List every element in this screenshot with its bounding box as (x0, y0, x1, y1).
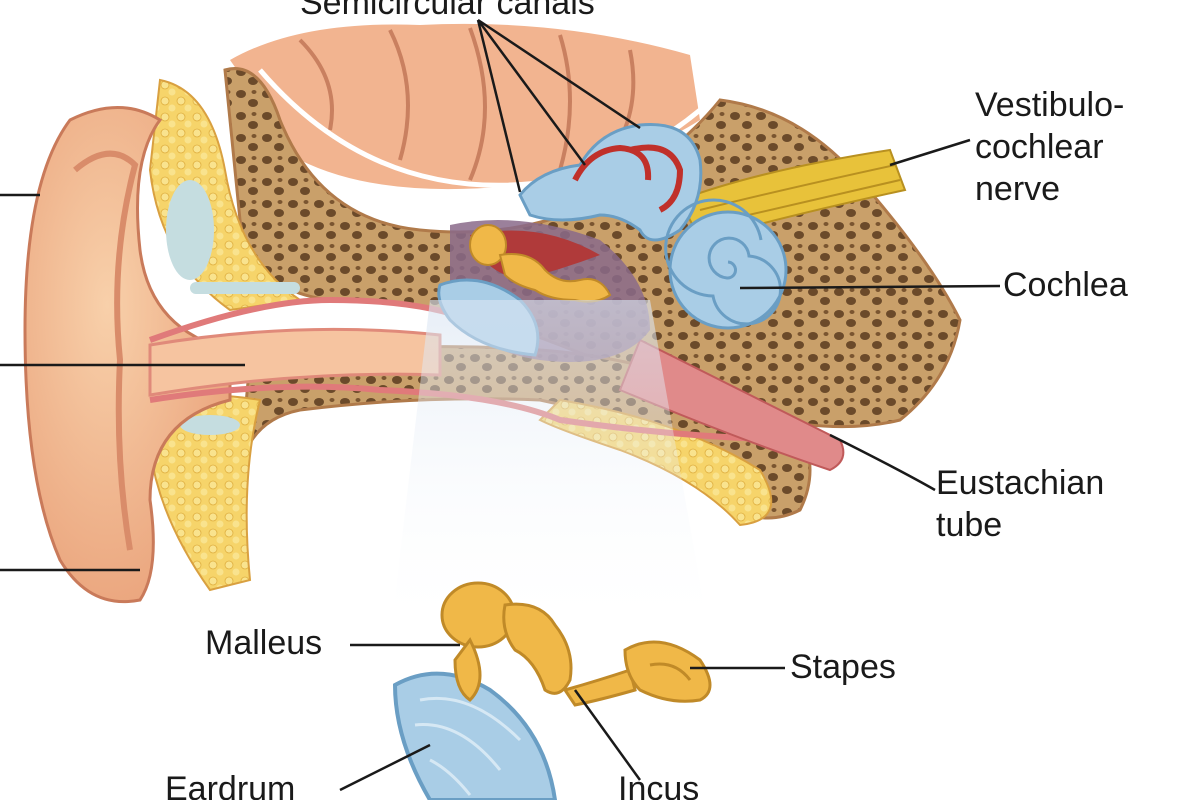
label-eustachian-tube-line1: Eustachian (936, 464, 1105, 502)
eustachian-tube-shape (618, 338, 845, 472)
label-eustachian-tube: Eustachian tube (936, 462, 1104, 546)
label-vestibulocochlear-nerve-line2: cochlear (975, 128, 1104, 166)
label-stapes: Stapes (790, 648, 896, 686)
label-cochlea: Cochlea (1003, 266, 1128, 304)
label-vestibulocochlear-nerve-line1: Vestibulo- (975, 86, 1125, 124)
label-eardrum: Eardrum (165, 770, 296, 800)
magnification-beam (390, 300, 710, 640)
leader-lines (0, 18, 1001, 792)
inner-ear (518, 122, 788, 330)
label-eustachian-tube-line2: tube (936, 506, 1003, 544)
ossicles-upper (469, 224, 612, 303)
ossicles-magnified (440, 581, 712, 707)
label-vestibulocochlear-nerve: Vestibulo- cochlear nerve (975, 84, 1124, 210)
label-malleus: Malleus (205, 624, 323, 662)
label-vestibulocochlear-nerve-line3: nerve (975, 170, 1061, 208)
pinna (23, 106, 232, 604)
label-semicircular-canals: Semicircular canals (300, 0, 595, 22)
eardrum-magnified (392, 671, 558, 800)
label-incus: Incus (618, 770, 700, 800)
